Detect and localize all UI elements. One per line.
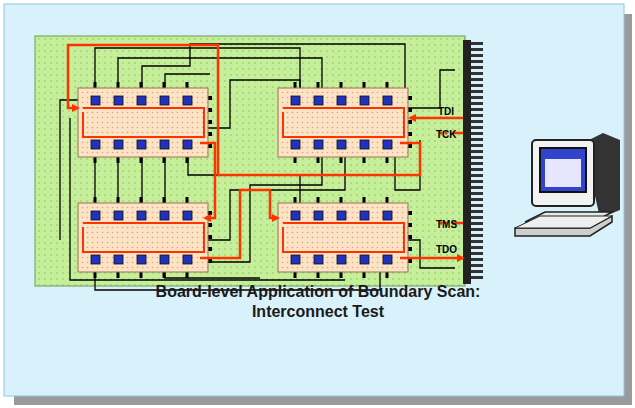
connector-finger: [471, 60, 483, 63]
connector-finger: [471, 66, 483, 69]
signal-label: TCK: [436, 129, 457, 141]
connector-finger: [471, 252, 483, 255]
connector-finger: [471, 270, 483, 273]
ic-chip: [278, 82, 412, 163]
caption-text: Board-level Application of Boundary Scan…: [156, 283, 481, 320]
connector-finger: [471, 276, 483, 279]
ic-chip: [78, 197, 212, 278]
connector-finger: [471, 126, 483, 129]
connector-finger: [471, 72, 483, 75]
connector-finger: [471, 162, 483, 165]
connector-finger: [471, 90, 483, 93]
connector-finger: [471, 78, 483, 81]
connector-finger: [471, 180, 483, 183]
connector-finger: [471, 120, 483, 123]
caption-box: Board-level Application of Boundary Scan…: [138, 282, 498, 322]
connector-finger: [471, 240, 483, 243]
connector-finger: [471, 168, 483, 171]
signal-label: TDI: [438, 106, 454, 118]
connector-finger: [471, 48, 483, 51]
connector-finger: [471, 174, 483, 177]
connector-finger: [471, 198, 483, 201]
connector-finger: [471, 108, 483, 111]
connector-finger: [471, 234, 483, 237]
connector-finger: [471, 138, 483, 141]
connector-finger: [471, 114, 483, 117]
connector-finger: [471, 228, 483, 231]
connector-finger: [471, 42, 483, 45]
ic-chip: [78, 82, 212, 163]
connector-finger: [471, 156, 483, 159]
connector-finger: [471, 264, 483, 267]
connector-finger: [471, 186, 483, 189]
connector-finger: [471, 204, 483, 207]
connector-finger: [471, 222, 483, 225]
ic-chip: [278, 197, 412, 278]
connector-finger: [471, 144, 483, 147]
connector-finger: [471, 96, 483, 99]
connector-finger: [471, 84, 483, 87]
signal-label: TDO: [436, 244, 457, 256]
connector-finger: [471, 258, 483, 261]
connector-finger: [471, 102, 483, 105]
connector-finger: [471, 246, 483, 249]
connector-finger: [471, 132, 483, 135]
signal-label: TMS: [436, 219, 457, 231]
connector-finger: [471, 216, 483, 219]
connector-finger: [471, 210, 483, 213]
connector-finger: [471, 54, 483, 57]
connector-finger: [471, 150, 483, 153]
connector-finger: [471, 192, 483, 195]
